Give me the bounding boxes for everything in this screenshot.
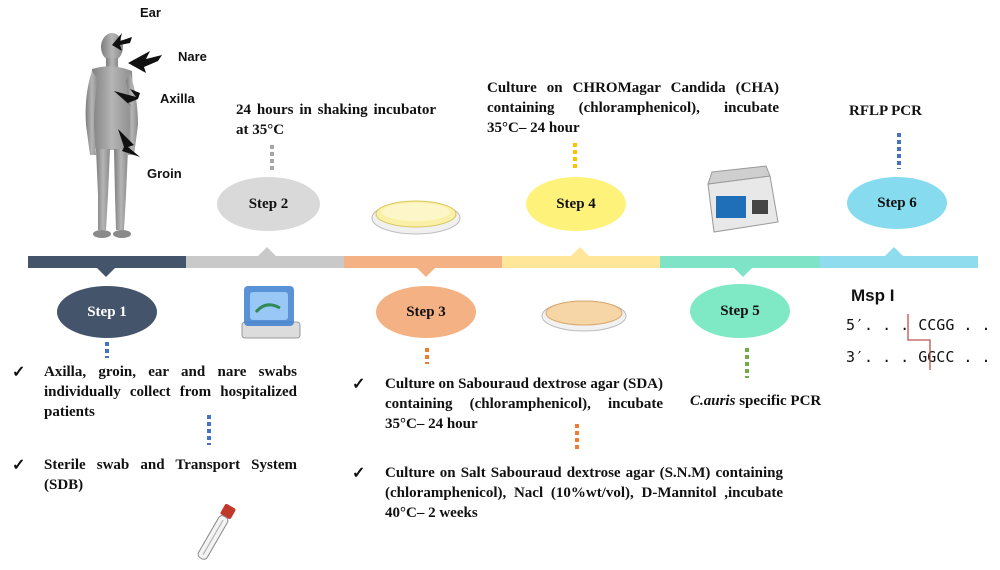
connector-step1-b [207,415,211,445]
step3-description-a: Culture on Sabouraud dextrose agar (SDA)… [385,376,663,432]
step1-description-b: Sterile swab and Transport System (SDB) [44,457,297,493]
step3-description-b: Culture on Salt Sabouraud dextrose agar … [385,465,783,521]
step-3-badge: Step 3 [376,286,476,338]
notch-step6 [885,247,903,256]
thermocycler-image [707,165,779,233]
step-2-badge: Step 2 [217,177,320,231]
label-nare: Nare [178,49,207,64]
shaking-incubator-image [241,286,301,339]
connector-step3-b [575,424,579,450]
timeline-seg-4 [502,256,660,268]
petri-dish-image-1 [371,200,461,235]
timeline-seg-3 [344,256,502,268]
enzyme-bottom-left: 3′. . . GGC [846,348,946,366]
arrow-axilla-icon [114,89,140,107]
connector-step2 [270,145,274,171]
connector-step4 [573,143,577,169]
step-4-badge: Step 4 [526,177,626,231]
petri-dish-image-2 [541,300,627,332]
notch-step4 [571,247,589,256]
step-1-badge: Step 1 [57,286,157,338]
label-ear: Ear [140,5,161,20]
check-icon: ✓ [352,465,366,482]
timeline-seg-6 [820,256,978,268]
step6-description: RFLP PCR [849,103,922,119]
notch-step3 [417,268,435,277]
step-6-badge: Step 6 [847,177,947,229]
timeline-seg-1 [28,256,186,268]
enzyme-top-right: CGG . . . 3′ [927,316,1000,334]
label-axilla: Axilla [160,91,195,106]
check-icon: ✓ [352,376,366,393]
enzyme-name: Msp I [851,286,895,305]
timeline-seg-5 [660,256,820,268]
notch-step2 [258,247,276,256]
arrow-groin-icon [118,129,140,157]
connector-step1 [105,342,109,358]
enzyme-bottom-strand: 3′. . . GGCC . . . 5′ [846,348,1000,366]
step1-description-a: Axilla, groin, ear and nare swabs indivi… [44,364,297,420]
step5-description: C.auris specific PCR [690,391,821,411]
label-groin: Groin [147,166,182,181]
check-icon: ✓ [12,457,26,474]
connector-step3 [425,348,429,364]
enzyme-top-strand: 5′. . . CCGG . . . 3′ [846,316,1000,334]
enzyme-bottom-right: C . . . 5′ [945,348,1000,366]
step-5-badge: Step 5 [690,284,790,338]
connector-step6 [897,133,901,169]
arrow-ear-icon [112,33,132,51]
step2-description: 24 hours in shaking incubator at 35°C [236,102,436,138]
step5-description-rest: specific PCR [735,393,822,409]
swab-tube-image [197,504,236,560]
notch-step5 [734,268,752,277]
connector-step5 [745,348,749,378]
arrow-nare-icon [128,51,162,73]
body-site-arrows [112,33,162,157]
check-icon: ✓ [12,364,26,381]
organism-name: C.auris [690,393,736,409]
human-figure [85,33,138,238]
enzyme-top-left: 5′. . . C [846,316,928,334]
step4-description: Culture on CHROMagar Candida (CHA) conta… [487,80,779,136]
timeline-seg-2 [186,256,344,268]
cut-site-line [907,314,931,370]
notch-step1 [97,268,115,277]
